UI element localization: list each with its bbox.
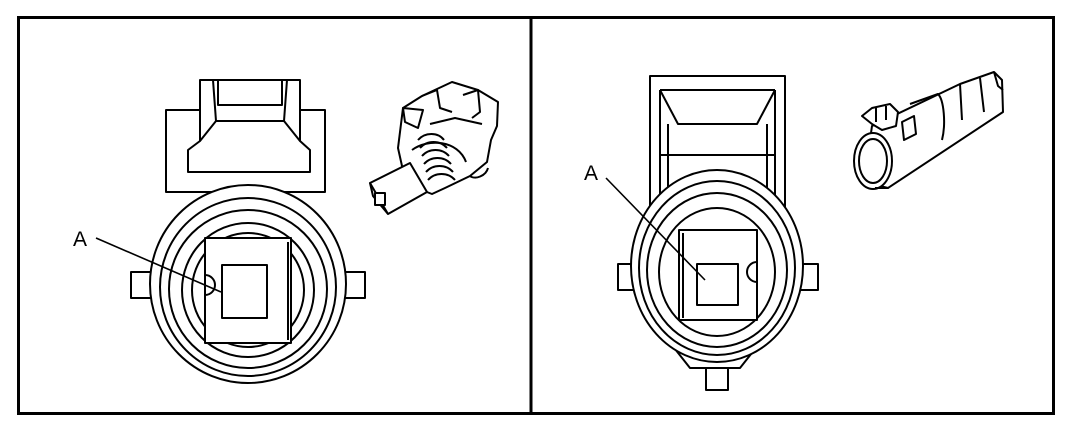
left-callout-a: A bbox=[73, 228, 87, 251]
right-panel bbox=[605, 71, 1004, 391]
right-callout-leader bbox=[605, 177, 706, 281]
left-callout-leader bbox=[95, 237, 222, 293]
left-terminal-a bbox=[221, 264, 268, 319]
right-connector-face bbox=[617, 75, 819, 391]
left-connector-sketch bbox=[369, 81, 499, 215]
outer-frame bbox=[17, 16, 1055, 415]
left-panel bbox=[95, 79, 499, 384]
right-callout-a: A bbox=[584, 162, 598, 185]
right-connector-sketch bbox=[853, 71, 1004, 190]
left-connector-face bbox=[130, 79, 366, 384]
right-terminal-a bbox=[696, 263, 739, 306]
